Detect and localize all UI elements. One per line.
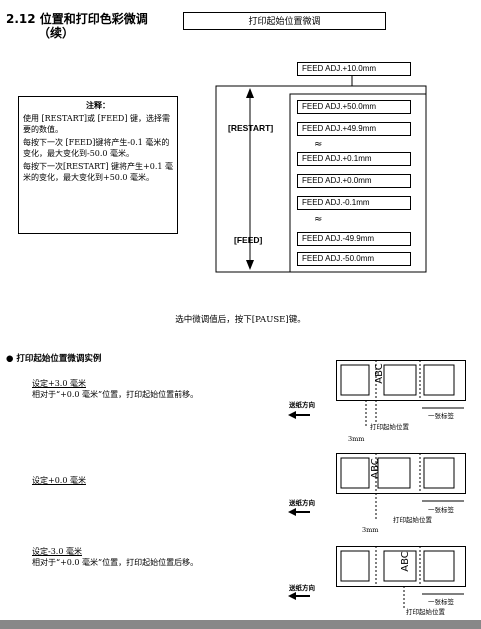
one-label-text: 一张标签 [428,598,454,606]
label-strip-2 [336,453,466,519]
abc-text: ABC [399,551,411,572]
abc-text: ABC [369,458,381,479]
wave-icon: ≈ [314,214,323,225]
mm3-text: 3mm [362,526,379,534]
example-desc-1: 相对于“+0.0 毫米”位置，打印起始位置前移。 [32,390,199,399]
label-strip-1 [336,360,466,426]
feed-item-6: FEED ADJ.-50.0mm [297,252,411,266]
note-title: 注释： [86,101,110,110]
instruction-text: 选中微调值后，按下[PAUSE]键。 [175,315,306,325]
mm3-text: 3mm [348,435,365,443]
restart-label: [RESTART] [228,123,274,133]
section-title: 2.12 位置和打印色彩微调 [6,12,148,26]
feed-direction-label: 送纸方向 [289,584,315,592]
print-start-text: 打印起始位置 [406,608,445,616]
feed-direction-label: 送纸方向 [289,401,315,409]
abc-text: ABC [373,363,385,384]
wave-icon: ≈ [314,139,323,150]
note-paragraph-2: 每按下一次 [FEED]键将产生-0.1 毫米的变化，最大变化到-50.0 毫米… [23,138,170,158]
example-title: ● 打印起始位置微调实例 [6,354,102,364]
feed-label: [FEED] [234,235,263,245]
label-strip-3 [336,546,466,610]
example-label-2: 设定+0.0 毫米 [32,476,86,485]
feed-item-5: FEED ADJ.-49.9mm [297,232,411,246]
one-label-text: 一张标签 [428,412,454,420]
note-paragraph-3: 每按下一次[RESTART] 键将产生+0.1 毫米的变化，最大变化到+50.0… [23,162,173,182]
example-label-1: 设定+3.0 毫米 [32,379,86,388]
example-desc-3: 相对于“+0.0 毫米”位置，打印起始位置后移。 [32,558,199,567]
left-arrow-icon [288,592,310,600]
feed-top-box: FEED ADJ.+10.0mm [297,62,411,76]
note-box: 注释： 使用 [RESTART]或 [FEED] 键，选择需要的数值。 每按下一… [18,96,178,234]
feed-item-3: FEED ADJ.+0.0mm [297,174,411,188]
feed-item-1: FEED ADJ.+49.9mm [297,122,411,136]
header-box: 打印起始位置微调 [183,12,386,30]
feed-direction-label: 送纸方向 [289,499,315,507]
section-subtitle: （续） [38,26,75,40]
print-start-text: 打印起始位置 [370,423,409,431]
example-label-3: 设定-3.0 毫米 [32,547,82,556]
note-paragraph-1: 使用 [RESTART]或 [FEED] 键，选择需要的数值。 [23,114,170,134]
one-label-text: 一张标签 [428,506,454,514]
left-arrow-icon [288,508,310,516]
left-arrow-icon [288,411,310,419]
print-start-text: 打印起始位置 [393,516,432,524]
feed-item-4: FEED ADJ.-0.1mm [297,196,411,210]
footer-bar [0,620,481,629]
feed-item-2: FEED ADJ.+0.1mm [297,152,411,166]
feed-item-0: FEED ADJ.+50.0mm [297,100,411,114]
